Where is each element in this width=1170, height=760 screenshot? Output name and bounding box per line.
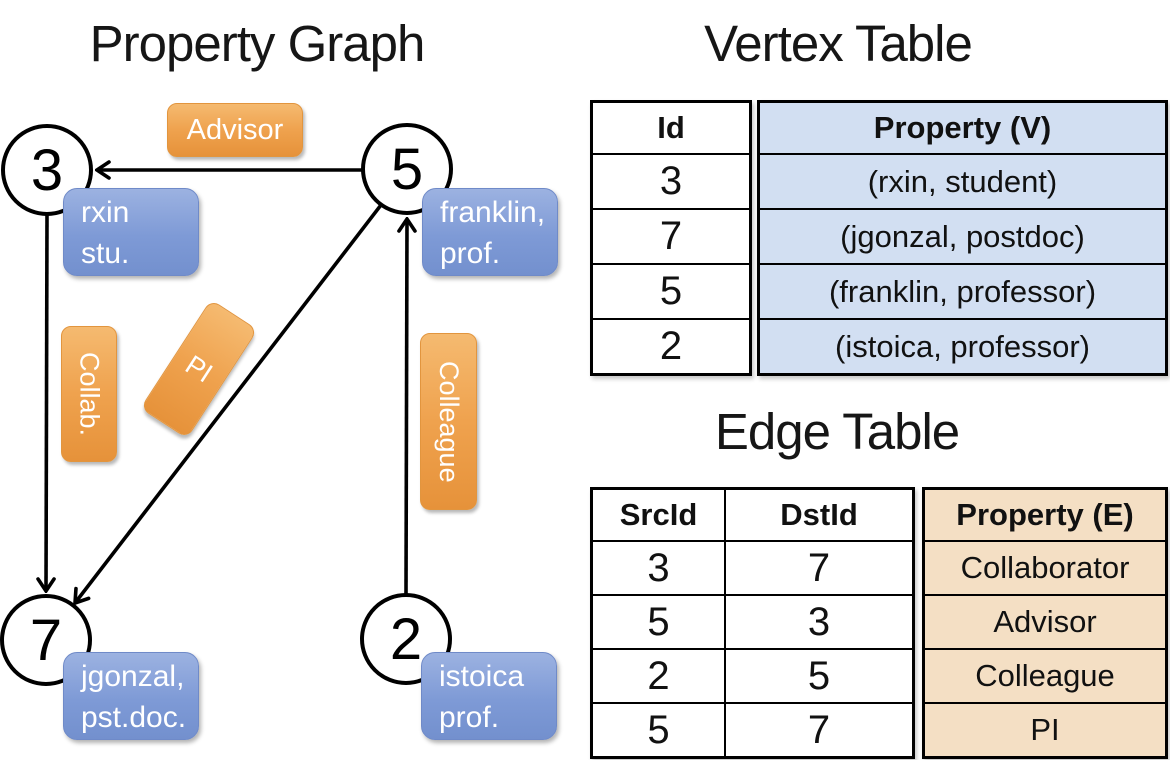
vertex-property-header: Property (V) [873, 110, 1052, 145]
table-row: (istoica, professor) [760, 318, 1165, 373]
vertex-id-cell: 3 [659, 159, 683, 203]
node-2-id: 2 [389, 607, 423, 672]
table-header-row: Id [593, 103, 749, 153]
vertex-property-cell: (istoica, professor) [835, 328, 1090, 364]
edge-dstid-cell: 7 [724, 542, 912, 594]
table-header-row: Property (E) [925, 490, 1165, 540]
property-box-line: istoica [439, 660, 525, 693]
property-box-line: stu. [81, 237, 130, 270]
table-row: 5 7 [593, 702, 912, 756]
vertex-id-cell: 2 [659, 324, 683, 368]
edge-srcid-cell: 2 [647, 653, 670, 698]
edge-property-cell: Advisor [993, 604, 1097, 639]
node-7-id: 7 [29, 608, 63, 673]
edge-dstid-cell: 5 [724, 650, 912, 702]
table-row: 5 [593, 263, 749, 318]
property-box-line: jgonzal, [81, 660, 185, 693]
table-header-row: Property (V) [760, 103, 1165, 153]
table-row: Collaborator [925, 540, 1165, 594]
table-row: 2 5 [593, 648, 912, 702]
table-row: 5 3 [593, 594, 912, 648]
property-box-line: prof. [439, 701, 500, 734]
edge-label-text: Advisor [186, 113, 284, 146]
edge-property-header: Property (E) [956, 497, 1134, 532]
table-header-row: SrcId DstId [593, 490, 912, 540]
node-5-id: 5 [390, 137, 424, 202]
edge-label-text: PI [180, 349, 219, 389]
vertex-id-cell: 7 [659, 214, 683, 258]
table-row: (jgonzal, postdoc) [760, 208, 1165, 263]
edge-dstid-cell: 3 [724, 596, 912, 648]
table-row: 3 [593, 153, 749, 208]
edge-colleague-arrow [406, 219, 407, 595]
property-box-line: rxin [81, 196, 130, 229]
table-row: Advisor [925, 594, 1165, 648]
property-box-franklin: franklin, prof. [422, 188, 558, 276]
graph-title: Property Graph [89, 15, 426, 72]
edge-table-property-column: Property (E) Collaborator Advisor Collea… [922, 487, 1168, 759]
edge-srcid-cell: 5 [647, 707, 670, 752]
property-box-istoica: istoica prof. [421, 652, 557, 740]
property-box-line: pst.doc. [81, 701, 187, 734]
table-row: Colleague [925, 648, 1165, 702]
vertex-id-header: Id [657, 110, 685, 145]
edge-label-text: Colleague [434, 360, 464, 483]
edge-pi-arrow [75, 203, 383, 603]
edge-label-advisor: Advisor [167, 103, 303, 157]
edge-property-cell: Colleague [975, 658, 1115, 693]
edge-table-id-columns: SrcId DstId 3 7 5 3 2 5 5 7 [590, 487, 915, 759]
edge-table-title: Edge Table [714, 403, 960, 460]
edge-srcid-header: SrcId [619, 497, 698, 532]
edge-label-colleague: Colleague [420, 333, 477, 510]
edge-label-text: Collab. [74, 351, 105, 437]
vertex-id-cell: 5 [659, 269, 683, 313]
table-row: 7 [593, 208, 749, 263]
table-row: 2 [593, 318, 749, 373]
vertex-table-title: Vertex Table [704, 15, 973, 72]
vertex-table-id-column: Id 3 7 5 2 [590, 100, 752, 376]
vertex-property-cell: (rxin, student) [867, 163, 1058, 199]
property-box-rxin: rxin stu. [63, 188, 199, 276]
table-row: PI [925, 702, 1165, 756]
edge-property-cell: PI [1030, 712, 1060, 747]
vertex-property-cell: (jgonzal, postdoc) [840, 218, 1085, 254]
edge-dstid-header: DstId [724, 490, 912, 540]
property-box-jgonzal: jgonzal, pst.doc. [63, 652, 199, 740]
table-row: (rxin, student) [760, 153, 1165, 208]
table-row: 3 7 [593, 540, 912, 594]
edge-label-collab: Collab. [61, 326, 117, 462]
edge-srcid-cell: 3 [647, 545, 670, 590]
vertex-property-cell: (franklin, professor) [828, 273, 1097, 309]
edge-collab-arrow [46, 214, 47, 591]
edge-srcid-cell: 5 [647, 599, 670, 644]
property-box-line: prof. [440, 237, 501, 270]
edge-dstid-cell: 7 [724, 704, 912, 756]
edge-property-cell: Collaborator [960, 550, 1130, 585]
vertex-table-property-column: Property (V) (rxin, student) (jgonzal, p… [757, 100, 1168, 376]
property-box-line: franklin, [440, 196, 546, 229]
table-row: (franklin, professor) [760, 263, 1165, 318]
node-3-id: 3 [30, 138, 64, 203]
